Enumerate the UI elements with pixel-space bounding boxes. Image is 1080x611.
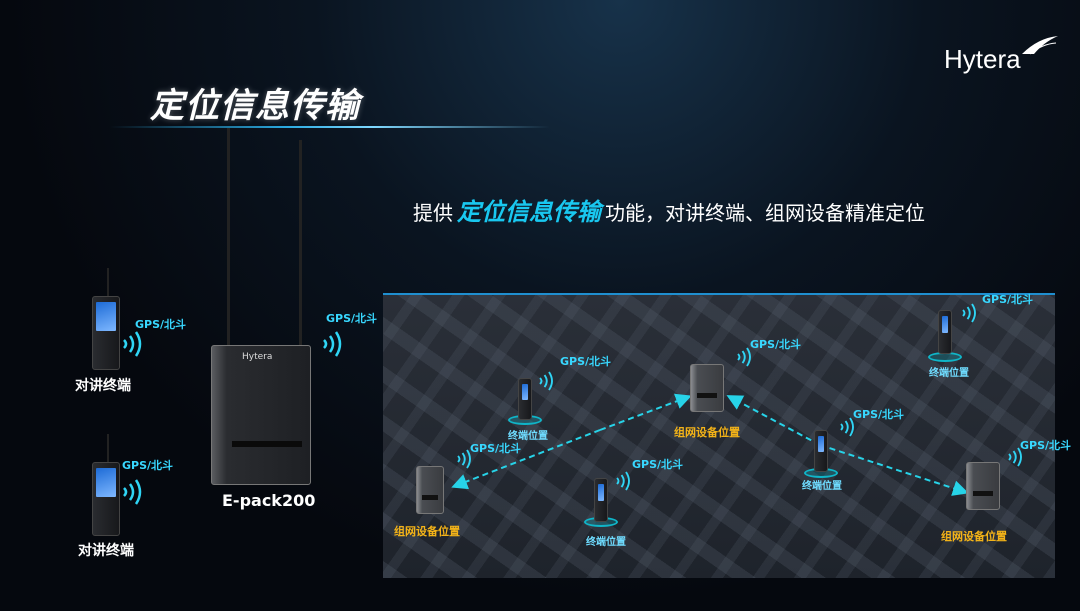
- device-antenna: [227, 128, 230, 350]
- terminal-location-label: 终端位置: [508, 431, 548, 442]
- terminal-label: 对讲终端: [75, 378, 131, 394]
- gps-label: GPS/北斗: [982, 293, 1034, 306]
- dashed-link-arrow: [451, 429, 601, 490]
- epack200-image: Hytera: [211, 345, 311, 485]
- signal-waves-icon: [323, 331, 342, 357]
- gps-label: GPS/北斗: [470, 442, 522, 455]
- signal-waves-icon: [457, 449, 471, 469]
- gps-label: GPS/北斗: [560, 355, 612, 368]
- radio-antenna: [107, 434, 109, 464]
- subtitle-prefix: 提供: [413, 201, 453, 225]
- signal-waves-icon: [123, 479, 142, 505]
- title-underline: [110, 126, 550, 128]
- radio-terminal-image: [814, 430, 828, 472]
- terminal-location-label: 终端位置: [929, 368, 969, 379]
- radio-terminal-image: [938, 310, 952, 354]
- signal-waves-icon: [539, 371, 553, 391]
- signal-waves-icon: [840, 417, 854, 437]
- gps-label: GPS/北斗: [632, 458, 684, 471]
- gps-label: GPS/北斗: [750, 338, 802, 351]
- network-device-image: [690, 364, 724, 412]
- dashed-link-arrow: [819, 444, 969, 496]
- radio-terminal-image: [92, 296, 120, 370]
- terminal-label: 对讲终端: [78, 543, 134, 559]
- radio-antenna: [107, 268, 109, 298]
- terminal-location-label: 终端位置: [802, 481, 842, 492]
- radio-terminal-image: [518, 378, 532, 420]
- device-brand: Hytera: [242, 352, 273, 362]
- subtitle-highlight: 定位信息传输: [457, 198, 601, 226]
- signal-waves-icon: [1008, 447, 1022, 467]
- gps-label: GPS/北斗: [326, 312, 378, 325]
- hytera-logo: Hytera: [944, 44, 1021, 74]
- radio-terminal-image: [92, 462, 120, 536]
- network-device-image: [966, 462, 1000, 510]
- dashed-link-arrow: [726, 395, 821, 446]
- logo-wing-icon: [1022, 36, 1058, 55]
- network-device-image: [416, 466, 444, 514]
- subtitle: 提供定位信息传输功能，对讲终端、组网设备精准定位: [413, 192, 925, 227]
- signal-waves-icon: [123, 331, 142, 357]
- subtitle-suffix: 功能，对讲终端、组网设备精准定位: [605, 201, 925, 225]
- signal-waves-icon: [962, 303, 976, 323]
- radio-terminal-image: [594, 478, 608, 522]
- gps-label: GPS/北斗: [853, 408, 905, 421]
- device-name: E-pack200: [222, 491, 316, 510]
- gps-label: GPS/北斗: [122, 459, 174, 472]
- dashed-link-arrow: [599, 393, 692, 431]
- gps-label: GPS/北斗: [135, 318, 187, 331]
- signal-waves-icon: [616, 471, 630, 491]
- signal-waves-icon: [737, 347, 751, 367]
- device-antenna: [299, 140, 302, 346]
- device-location-label: 组网设备位置: [941, 530, 1007, 543]
- page-title: 定位信息传输: [150, 86, 360, 126]
- device-location-label: 组网设备位置: [674, 426, 740, 439]
- device-location-label: 组网设备位置: [394, 525, 460, 538]
- terminal-location-label: 终端位置: [586, 537, 626, 548]
- gps-label: GPS/北斗: [1020, 439, 1072, 452]
